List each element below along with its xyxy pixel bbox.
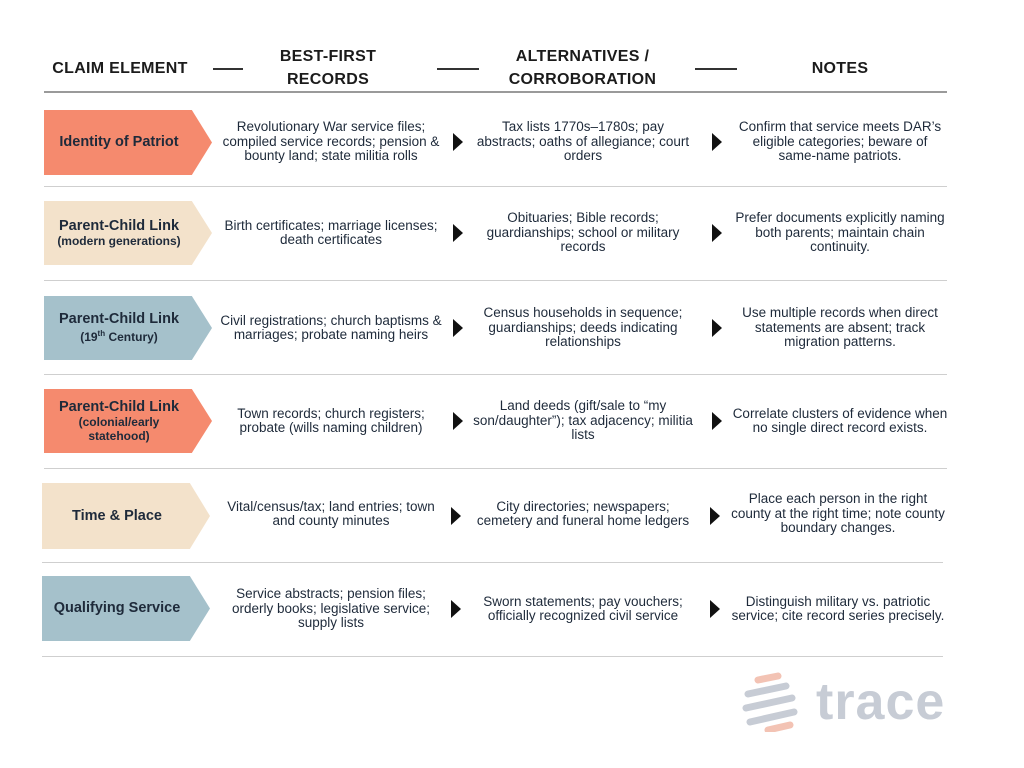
arrow-icon <box>710 507 720 525</box>
alternatives-cell: Tax lists 1770s–1780s; pay abstracts; oa… <box>476 119 690 164</box>
row-divider <box>44 468 947 469</box>
notes-cell: Use multiple records when direct stateme… <box>742 305 938 350</box>
tag-label: Qualifying Service <box>53 600 181 616</box>
alternatives-cell: Land deeds (gift/sale to “my son/daughte… <box>473 398 693 443</box>
header-rule <box>44 91 947 93</box>
tag-qualifying-service: Qualifying Service <box>42 576 210 641</box>
row-divider <box>44 186 947 187</box>
trace-logo: trace <box>740 670 950 734</box>
alternatives-cell: City directories; newspapers; cemetery a… <box>476 498 690 528</box>
tag-parent-child-19th-century: Parent-Child Link (19th Century) <box>44 296 212 360</box>
header-divider <box>695 68 737 70</box>
arrow-icon <box>712 224 722 242</box>
tag-parent-child-colonial: Parent-Child Link (colonial/early stateh… <box>44 389 212 453</box>
row-divider <box>42 562 943 563</box>
notes-cell: Correlate clusters of evidence when no s… <box>732 405 948 435</box>
tag-sublabel: (modern generations) <box>57 233 181 248</box>
best-first-cell: Civil registrations; church baptisms & m… <box>220 312 442 342</box>
notes-cell: Prefer documents explicitly naming both … <box>735 210 945 255</box>
header-claim-element: CLAIM ELEMENT <box>52 59 188 77</box>
tag-sublabel: (colonial/early statehood) <box>78 414 160 443</box>
arrow-icon <box>453 133 463 151</box>
best-first-cell: Birth certificates; marriage licenses; d… <box>224 217 438 247</box>
trace-logo-mark-icon <box>742 672 798 732</box>
tag-identity-of-patriot: Identity of Patriot <box>44 110 212 175</box>
tag-parent-child-modern: Parent-Child Link (modern generations) <box>44 201 212 265</box>
row-divider <box>44 280 947 281</box>
header-alternatives: ALTERNATIVES / CORROBORATION <box>508 48 657 88</box>
arrow-icon <box>712 412 722 430</box>
trace-logo-wordmark: trace <box>816 673 946 731</box>
arrow-icon <box>451 600 461 618</box>
arrow-icon <box>712 319 722 337</box>
arrow-icon <box>710 600 720 618</box>
tag-label: Parent-Child Link <box>58 217 180 234</box>
header-divider <box>437 68 479 70</box>
arrow-icon <box>451 507 461 525</box>
best-first-cell: Revolutionary War service files; compile… <box>222 119 440 164</box>
tag-label: Time & Place <box>71 507 162 524</box>
alternatives-cell: Obituaries; Bible records; guardianships… <box>486 210 680 255</box>
tag-label: Identity of Patriot <box>59 134 179 150</box>
alternatives-cell: Sworn statements; pay vouchers; official… <box>483 593 683 623</box>
header-best-first-records: BEST-FIRST RECORDS <box>279 48 377 88</box>
notes-cell: Confirm that service meets DAR’s eligibl… <box>738 119 942 164</box>
tag-time-and-place: Time & Place <box>42 483 210 549</box>
tag-label: Parent-Child Link <box>58 398 180 415</box>
tag-label: Parent-Child Link <box>58 311 180 327</box>
notes-cell: Distinguish military vs. patriotic servi… <box>731 593 945 623</box>
alternatives-cell: Census households in sequence; guardians… <box>483 305 683 350</box>
header-notes: NOTES <box>811 59 869 77</box>
arrow-icon <box>453 224 463 242</box>
best-first-cell: Service abstracts; pension files; orderl… <box>231 586 431 631</box>
tag-sublabel: (19th Century) <box>80 329 158 344</box>
best-first-cell: Town records; church registers; probate … <box>237 405 425 435</box>
notes-cell: Place each person in the right county at… <box>731 491 945 536</box>
row-divider <box>42 656 943 657</box>
best-first-cell: Vital/census/tax; land entries; town and… <box>227 498 435 528</box>
header-divider <box>213 68 243 70</box>
arrow-icon <box>453 319 463 337</box>
arrow-icon <box>712 133 722 151</box>
arrow-icon <box>453 412 463 430</box>
row-divider <box>44 374 947 375</box>
